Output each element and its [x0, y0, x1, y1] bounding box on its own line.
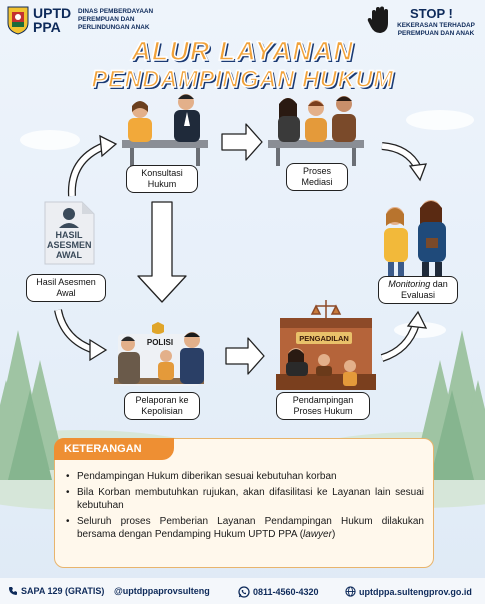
monitoring-rest: dan Evaluasi [400, 279, 448, 300]
curved-arrows [54, 134, 428, 362]
footer-website[interactable]: uptdppa.sultengprov.go.id [345, 586, 472, 597]
hasil-asesmen-awal-label: Hasil Asesmen Awal [26, 274, 106, 302]
footer-sapa[interactable]: SAPA 129 (GRATIS) [8, 586, 104, 596]
konsultasi-hukum-label: Konsultasi Hukum [126, 165, 198, 193]
konsultasi-illustration [122, 94, 208, 166]
asesmen-document-icon [44, 201, 95, 265]
pelaporan-kepolisian-label: Pelaporan ke Kepolisian [124, 392, 200, 420]
flow-arrows [137, 123, 265, 375]
page-title-line1: ALUR LAYANAN [131, 35, 354, 67]
whatsapp-icon [238, 586, 250, 598]
stop-title: STOP ! [410, 6, 453, 21]
proses-mediasi-label: Proses Mediasi [286, 163, 348, 191]
kepolisian-illustration [114, 322, 204, 386]
footer-whatsapp[interactable]: 0811-4560-4320 [238, 586, 319, 598]
monitoring-illustration [384, 200, 446, 276]
uptd-logo-icon [7, 6, 29, 35]
mediasi-illustration [268, 96, 364, 166]
globe-icon [345, 586, 356, 597]
asesmen-document-label: HASIL ASESMEN AWAL [47, 230, 92, 260]
sapa-text: SAPA 129 (GRATIS) [21, 586, 105, 596]
pendampingan-proses-hukum-label: Pendampingan Proses Hukum [276, 392, 370, 420]
phone-icon [9, 587, 17, 595]
whatsapp-text: 0811-4560-4320 [253, 587, 319, 597]
list-item-end: ) [331, 529, 336, 540]
list-item: Seluruh proses Pemberian Layanan Pendamp… [66, 515, 424, 541]
monitoring-evaluasi-label: Monitoring dan Evaluasi [378, 276, 458, 304]
website-text: uptdppa.sultengprov.go.id [359, 586, 472, 597]
footer-instagram[interactable]: @uptdppaprovsulteng [114, 586, 210, 596]
pengadilan-sign: PENGADILAN [299, 334, 349, 343]
brand-name: UPTD PPA [33, 5, 72, 35]
instagram-text: @uptdppaprovsulteng [114, 586, 210, 596]
polisi-sign: POLISI [146, 338, 174, 347]
monitoring-italic: Monitoring [388, 279, 431, 289]
stop-subtitle: KEKERASAN TERHADAP PEREMPUAN DAN ANAK [397, 22, 475, 37]
keterangan-list: Pendampingan Hukum diberikan sesuai kebu… [66, 470, 424, 544]
page-title-line2: PENDAMPINGAN HUKUM [91, 65, 394, 94]
list-item: Bila Korban membutuhkan rujukan, akan di… [66, 486, 424, 512]
stop-hand-icon [367, 6, 388, 33]
pengadilan-illustration [276, 300, 376, 390]
list-item: Pendampingan Hukum diberikan sesuai kebu… [66, 470, 424, 483]
list-item-lawyer: lawyer [303, 529, 332, 540]
keterangan-heading: KETERANGAN [54, 438, 174, 460]
agency-name: DINAS PEMBERDAYAAN PEREMPUAN DAN PERLIND… [78, 8, 154, 31]
list-item-main: Seluruh proses Pemberian Layanan Pendamp… [77, 516, 424, 540]
